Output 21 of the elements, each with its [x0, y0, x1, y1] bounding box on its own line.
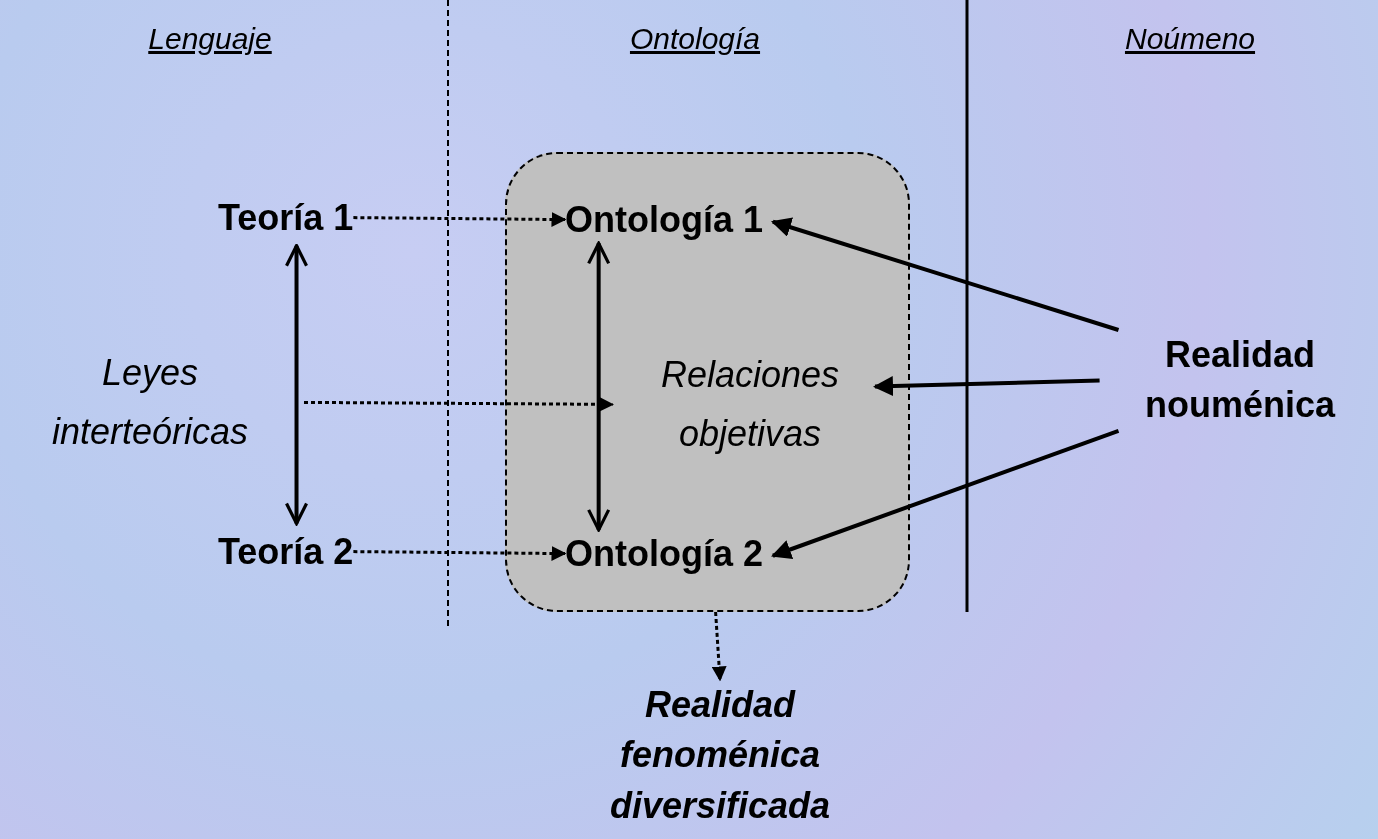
arrow — [304, 396, 614, 412]
arrow — [873, 376, 1100, 397]
arrow — [353, 545, 567, 561]
node-text: Leyes interteóricas — [10, 343, 290, 462]
arrow — [587, 241, 611, 532]
node-text: Realidad fenoménica diversificada — [560, 680, 880, 832]
node-text: Teoría 1 — [218, 196, 354, 240]
node-text: Teoría 2 — [218, 530, 354, 574]
rounded-panel — [505, 152, 910, 612]
node-text: Ontología 1 — [565, 198, 763, 242]
arrow — [771, 217, 1120, 332]
arrow — [353, 211, 567, 227]
arrow — [711, 611, 727, 682]
node-text: Ontología 2 — [565, 532, 763, 576]
arrow — [771, 428, 1120, 560]
node-text: Relaciones objetivas — [625, 345, 875, 464]
column-heading: Lenguaje — [148, 22, 272, 56]
column-heading: Ontología — [629, 22, 761, 56]
node-text: Realidad nouménica — [1105, 330, 1375, 431]
column-heading: Noúmeno — [1124, 22, 1256, 56]
arrow — [284, 244, 309, 526]
